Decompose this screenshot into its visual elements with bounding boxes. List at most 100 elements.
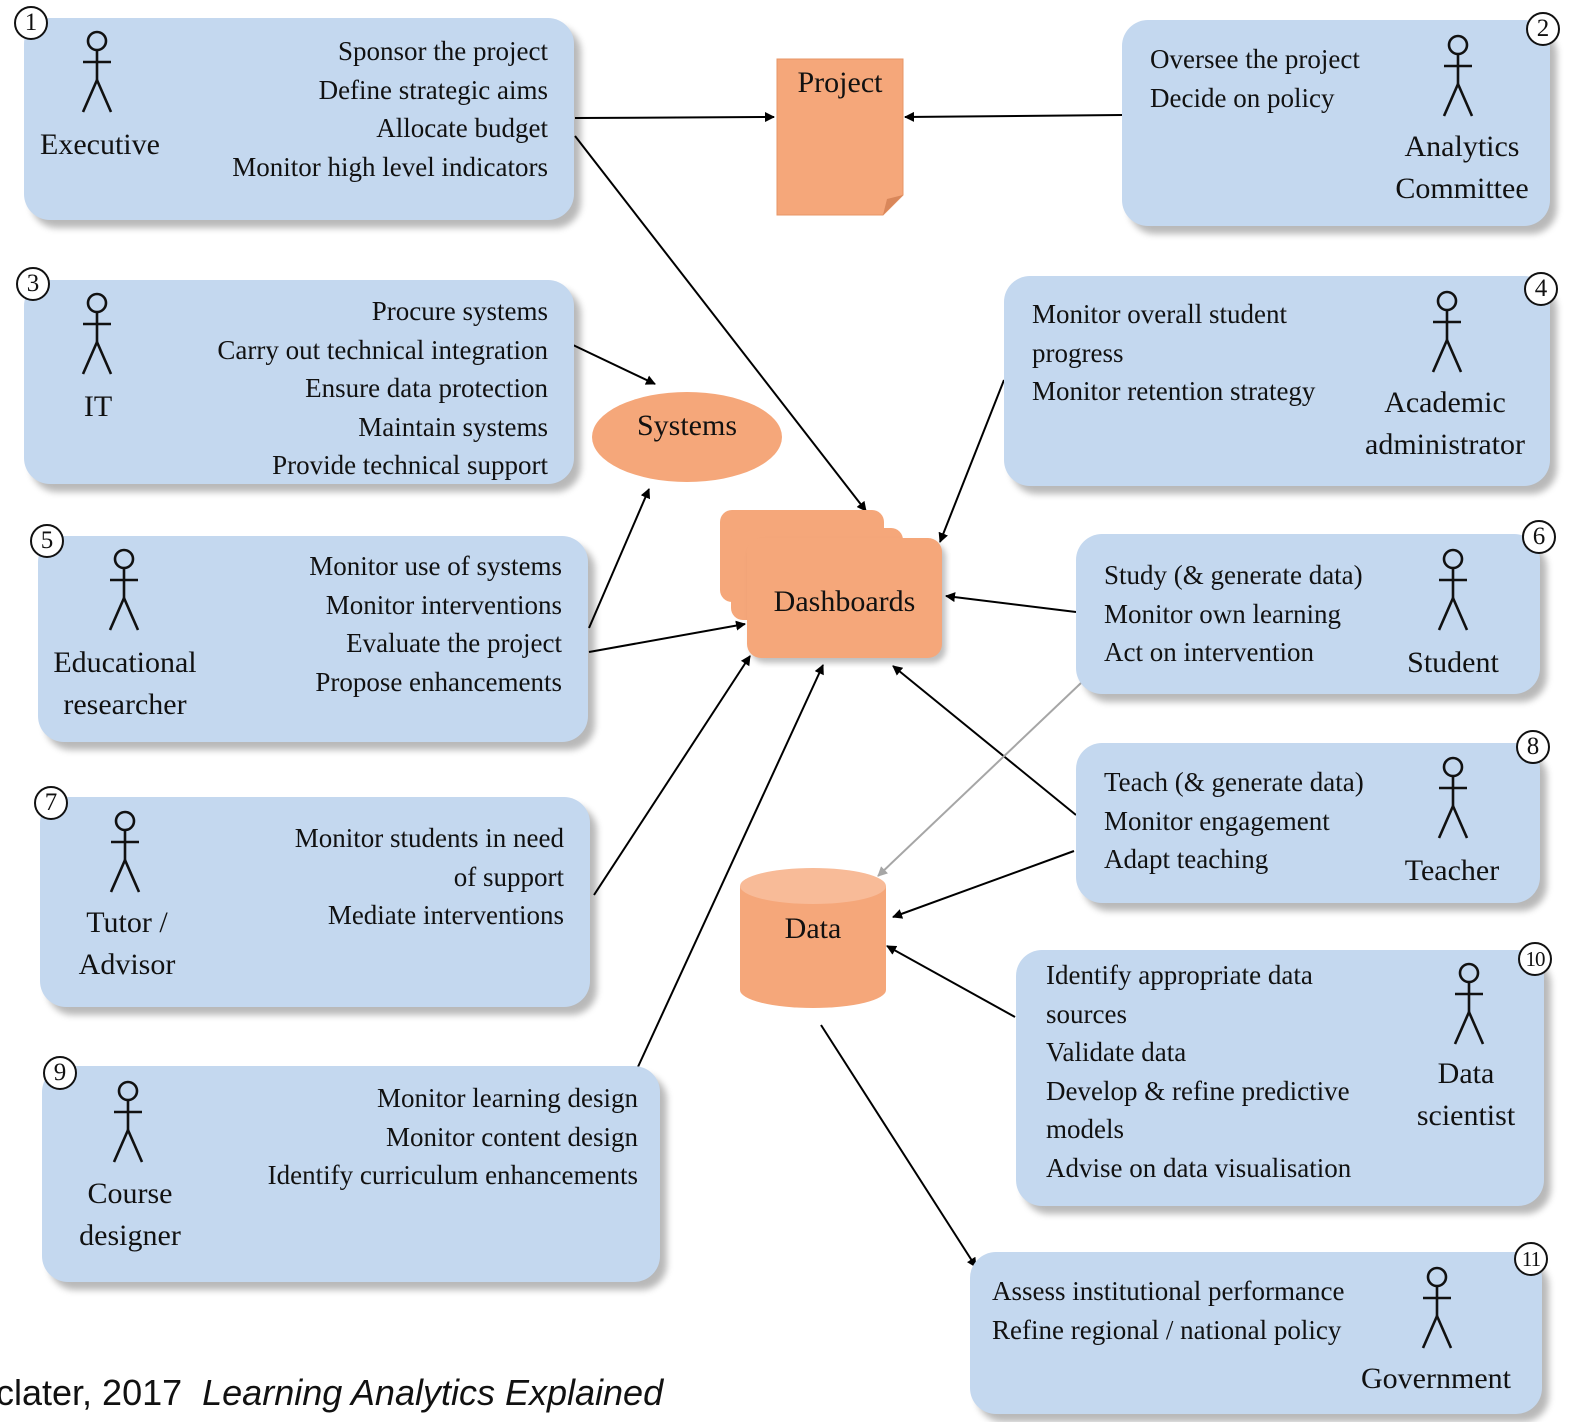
- arrow-scientist-to-data: [886, 945, 1016, 1018]
- stick-figure-icon: [81, 30, 113, 113]
- actor-name-analytics-committee: Analytics Committee: [1380, 126, 1544, 210]
- actor-number-badge: 8: [1516, 730, 1550, 764]
- arrow-executive-to-dashboards: [574, 135, 867, 512]
- actor-box-educational-researcher: [38, 536, 588, 742]
- arrow-data-to-government: [820, 1024, 977, 1268]
- responsibility-item: Study (& generate data): [1104, 560, 1363, 590]
- arrow-admin-to-dashboards: [938, 379, 1005, 543]
- responsibility-list-academic-administrator: Monitor overall student progress Monitor…: [1032, 295, 1315, 411]
- actor-name-line: administrator: [1365, 428, 1525, 461]
- responsibility-item: Monitor retention strategy: [1032, 376, 1316, 406]
- stick-figure-icon: [1437, 756, 1469, 839]
- actor-name-line: designer: [79, 1219, 181, 1252]
- responsibility-item: Act on intervention: [1104, 637, 1314, 667]
- actor-number-badge: 4: [1524, 272, 1558, 306]
- responsibility-item: Carry out technical integration: [217, 334, 548, 365]
- responsibility-list-it: Procure systems Carry out technical inte…: [217, 292, 548, 485]
- responsibility-item: models: [1046, 1114, 1124, 1144]
- responsibility-item: Refine regional / national policy: [992, 1314, 1342, 1345]
- stick-figure-icon: [81, 292, 113, 375]
- stick-figure-icon: [109, 810, 141, 893]
- actor-name-executive: Executive: [40, 128, 160, 161]
- responsibility-item: Define strategic aims: [318, 74, 548, 105]
- responsibility-list-teacher: Teach (& generate data) Monitor engageme…: [1104, 763, 1364, 879]
- actor-name-line: Advisor: [78, 948, 176, 981]
- responsibility-item: Monitor own learning: [1104, 598, 1341, 629]
- arrow-committee-to-project: [904, 111, 1123, 122]
- responsibility-list-government: Assess institutional performance Refine …: [992, 1272, 1344, 1349]
- arrow-designer-to-dashboards: [636, 664, 824, 1070]
- actor-name-line: Analytics: [1404, 130, 1520, 163]
- responsibility-list-course-designer: Monitor learning design Monitor content …: [268, 1079, 638, 1195]
- systems-ellipse-shape: [592, 392, 782, 482]
- responsibility-item: Mediate interventions: [327, 900, 564, 930]
- responsibility-item: Provide technical support: [272, 450, 548, 480]
- actor-number-badge: 10: [1518, 942, 1552, 976]
- responsibility-item: Oversee the project: [1150, 44, 1360, 74]
- responsibility-item: Advise on data visualisation: [1046, 1152, 1352, 1183]
- actor-name-line: Tutor /: [86, 906, 168, 939]
- actor-name-course-designer: Course designer: [60, 1173, 200, 1257]
- actor-name-line: scientist: [1416, 1099, 1516, 1132]
- actor-number-badge: 5: [30, 524, 64, 558]
- actor-box-it: [24, 280, 574, 484]
- arrow-student-to-data: [877, 682, 1082, 877]
- stick-figure-icon: [1437, 548, 1469, 631]
- responsibility-item: Monitor content design: [386, 1121, 638, 1152]
- responsibility-list-student: Study (& generate data) Monitor own lear…: [1104, 556, 1363, 672]
- actor-box-course-designer: [42, 1066, 660, 1282]
- actor-name-student: Student: [1407, 646, 1499, 679]
- responsibility-list-executive: Sponsor the project Define strategic aim…: [232, 32, 548, 186]
- actor-box-executive: [24, 18, 574, 220]
- systems-label: Systems: [636, 409, 738, 442]
- responsibility-item: Adapt teaching: [1104, 844, 1269, 874]
- data-cylinder-shape: [740, 868, 886, 1008]
- actor-number-badge: 9: [43, 1056, 77, 1090]
- citation-title: Learning Analytics Explained: [202, 1372, 664, 1413]
- actor-name-line: Academic: [1384, 386, 1506, 419]
- actor-name-tutor-advisor: Tutor / Advisor: [62, 902, 192, 986]
- actor-number-badge: 11: [1514, 1242, 1548, 1276]
- dashboards-stack-shape: [720, 510, 942, 658]
- responsibility-item: Monitor high level indicators: [232, 151, 548, 182]
- dashboards-label: Dashboards: [773, 585, 916, 618]
- responsibility-item: Evaluate the project: [346, 628, 562, 658]
- arrow-it-to-systems: [572, 344, 656, 385]
- actor-name-line: Committee: [1395, 172, 1529, 205]
- stick-figure-icon: [1421, 1266, 1453, 1349]
- actor-number-badge: 7: [34, 786, 68, 820]
- responsibility-item: Monitor overall student: [1032, 299, 1287, 329]
- responsibility-list-educational-researcher: Monitor use of systems Monitor intervent…: [309, 547, 562, 701]
- responsibility-item: Monitor engagement: [1104, 805, 1330, 836]
- actor-box-analytics-committee: [1122, 20, 1550, 226]
- actor-number-badge: 2: [1526, 12, 1560, 46]
- responsibility-list-data-scientist: Identify appropriate data sources Valida…: [1046, 956, 1351, 1187]
- stick-figure-icon: [1442, 34, 1474, 117]
- responsibility-item: Maintain systems: [358, 411, 548, 442]
- responsibility-item: Ensure data protection: [305, 373, 548, 403]
- data-label: Data: [784, 912, 842, 945]
- source-citation: clater, 2017 Learning Analytics Explaine…: [0, 1372, 663, 1414]
- actor-name-it: IT: [83, 390, 113, 423]
- stick-figure-icon: [1453, 962, 1485, 1045]
- actor-number-badge: 1: [14, 6, 48, 40]
- actor-name-line: Educational: [53, 646, 197, 679]
- actor-name-line: Data: [1437, 1057, 1495, 1090]
- project-label: Project: [797, 66, 883, 99]
- arrow-researcher-to-systems: [588, 488, 651, 629]
- actor-name-line: researcher: [63, 688, 187, 721]
- responsibility-item: Develop & refine predictive: [1046, 1075, 1350, 1106]
- responsibility-item: Identify appropriate data: [1046, 960, 1313, 990]
- arrow-executive-to-project: [574, 112, 775, 123]
- actor-name-academic-administrator: Academic administrator: [1352, 382, 1538, 466]
- actor-name-teacher: Teacher: [1404, 854, 1500, 887]
- responsibility-item: Assess institutional performance: [992, 1276, 1345, 1306]
- responsibility-item: Monitor interventions: [325, 589, 562, 620]
- responsibility-item: Monitor use of systems: [309, 551, 562, 581]
- stick-figure-icon: [112, 1080, 144, 1163]
- responsibility-item: of support: [453, 861, 564, 892]
- responsibility-list-tutor-advisor: Monitor students in need of support Medi…: [295, 819, 564, 935]
- project-document-shape: [776, 58, 904, 216]
- arrow-teacher-to-dashboards: [892, 665, 1077, 816]
